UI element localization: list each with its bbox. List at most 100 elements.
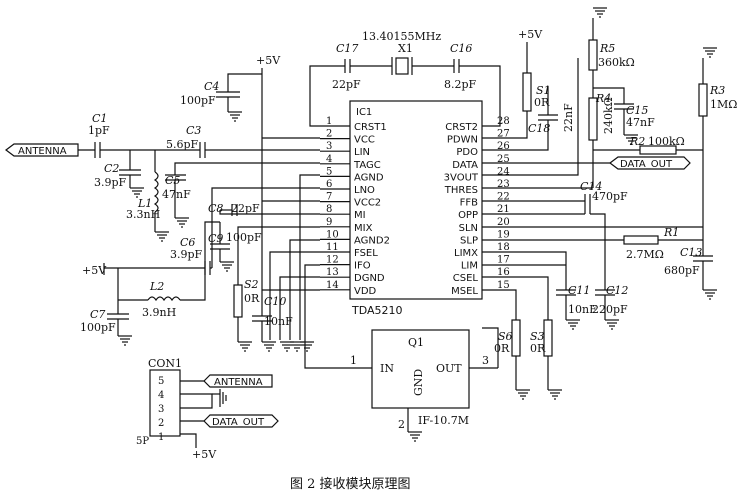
c1-value: 1pF <box>88 124 110 137</box>
ic-pin-number: 27 <box>497 129 510 140</box>
l1-value: 3.3nH <box>126 208 160 221</box>
vcc-top-label: +5V <box>256 54 281 67</box>
ic-pin-name: SLN <box>459 223 478 234</box>
left-bus-wires <box>174 65 372 369</box>
r1-ref: R1 <box>663 226 679 239</box>
ic-pin-name: FSEL <box>354 248 378 259</box>
ic-pin-number: 13 <box>326 267 339 278</box>
ic-pin-name: OPP <box>458 210 478 221</box>
ic-part: TDA5210 <box>351 304 403 317</box>
r2-ref: R2 <box>629 135 645 148</box>
q1-value: IF-10.7M <box>418 414 469 427</box>
r5-value: 360kΩ <box>598 56 635 69</box>
c12-ref: C12 <box>606 284 628 297</box>
right-top-section: +5V S1 0R C18 22nF <box>482 28 610 176</box>
c1-ref: C1 <box>92 112 107 125</box>
s6-value: 0R <box>494 342 510 355</box>
c9-ref: C9 <box>208 232 223 245</box>
ic-pin-name: AGND <box>354 172 384 183</box>
r4-ref: R4 <box>595 92 611 105</box>
ic-pin-name: TAGC <box>353 160 381 171</box>
ic-pin-number: 26 <box>497 141 510 152</box>
ic-pin-number: 24 <box>497 166 510 177</box>
r3-value: 1MΩ <box>710 98 737 111</box>
ic-pin-name: PDO <box>456 147 478 158</box>
s2-value: 0R <box>244 292 260 305</box>
ic-pin-name: PDWN <box>447 135 478 146</box>
ic-pin-name: 3VOUT <box>444 172 479 183</box>
con1-pin-3: 3 <box>158 404 164 415</box>
antenna-input: ANTENNA C1 1pF C2 3.9pF L1 3.3nH C5 47nF <box>5 112 210 242</box>
c15-ref: C15 <box>626 104 648 117</box>
ic-pin-name: LNO <box>354 185 375 196</box>
slicer-section: C14 470pF R1 2.7MΩ C13 680pF <box>482 180 718 300</box>
data-out-net-label: DATA_OUT <box>620 159 673 170</box>
ic-pin-name: VDD <box>354 286 377 297</box>
c2-value: 3.9pF <box>94 176 127 189</box>
ic-pin-number: 18 <box>497 242 510 253</box>
figure-caption: 图 2 接收模块原理图 <box>290 476 411 492</box>
c16-ref: C16 <box>450 42 472 55</box>
r3-ref: R3 <box>709 84 725 97</box>
ic-pin-name: CRST1 <box>354 122 387 133</box>
ic-pin-name: LIM <box>461 261 478 272</box>
l2-value: 3.9nH <box>142 306 176 319</box>
ic-pin-number: 17 <box>497 255 510 266</box>
c17-ref: C17 <box>336 42 358 55</box>
ic-pin-name: LIN <box>354 147 370 158</box>
ic-pin-name: AGND2 <box>354 235 390 246</box>
q1-out-label: OUT <box>436 362 462 375</box>
c13-value: 680pF <box>664 264 700 277</box>
ic-pin-name: MI <box>354 210 366 221</box>
ic-pin-name: MIX <box>354 223 373 234</box>
c8-ref: C8 <box>208 202 223 215</box>
con1-pin-5: 5 <box>158 376 164 387</box>
q1-ref: Q1 <box>408 336 424 349</box>
con1-pin-4: 4 <box>158 390 164 401</box>
threshold-divider: R5 360kΩ R4 240kΩ C15 47nF <box>482 7 655 189</box>
limiter-section: C12 220pF C11 10nF S3 0R S6 0R <box>482 213 628 400</box>
c7-ref: C7 <box>90 308 105 321</box>
ic-right-pins: 28CRST227PDWN26PDO25DATA243VOUT23THRES22… <box>444 116 510 297</box>
ic-pin-number: 15 <box>497 280 510 291</box>
c18-ref: C18 <box>528 122 550 135</box>
c18-value: 22nF <box>562 103 575 132</box>
ic-tda5210: IC1 TDA5210 1CRST12VCC3LIN4TAGC5AGND6LNO… <box>320 100 510 317</box>
s3-value: 0R <box>530 342 546 355</box>
con1-antenna-label: ANTENNA <box>214 377 263 388</box>
c5-value: 47nF <box>162 188 191 201</box>
con1-connector: CON1 5 4 3 2 1 5P ANTENNA DATA_OUT +5V <box>136 357 279 461</box>
q1-pin-out: 3 <box>482 354 489 367</box>
c4-value: 100pF <box>180 94 216 107</box>
q1-if-filter: Q1 IN OUT GND 1 3 2 IF-10.7M <box>350 327 499 442</box>
ic-pin-name: LIMX <box>454 248 478 259</box>
q1-pin-in: 1 <box>350 354 357 367</box>
c6-ref: C6 <box>180 236 195 249</box>
c8-value: 22pF <box>231 202 260 215</box>
ic-pin-number: 25 <box>497 154 510 165</box>
c10-value: 10nF <box>264 315 293 328</box>
c17-value: 22pF <box>332 78 361 91</box>
ic-pin-name: VCC <box>354 135 375 146</box>
ic-left-pins: 1CRST12VCC3LIN4TAGC5AGND6LNO7VCC28MI9MIX… <box>320 116 390 297</box>
data-out-section: R2 100kΩ R3 1MΩ DATA_OUT <box>593 47 737 256</box>
con1-type: 5P <box>136 436 149 447</box>
s2-ref: S2 <box>244 278 259 291</box>
ic-pin-name: IFO <box>354 261 371 272</box>
c7-value: 100pF <box>80 321 116 334</box>
c3-ref: C3 <box>186 124 201 137</box>
ic-pin-number: 16 <box>497 267 510 278</box>
con1-pin-1: 1 <box>158 432 164 443</box>
crystal-freq: 13.40155MHz <box>362 30 441 43</box>
ic-pin-name: DGND <box>354 273 385 284</box>
s1-ref: S1 <box>536 84 551 97</box>
ic-pin-name: VCC2 <box>354 198 381 209</box>
ic-ref: IC1 <box>356 107 372 118</box>
ic-pin-number: 6 <box>326 179 332 190</box>
crystal-section: 13.40155MHz X1 C17 22pF C16 8.2pF <box>332 30 501 127</box>
ic-pin-number: 1 <box>326 116 332 127</box>
con1-pin-2: 2 <box>158 418 164 429</box>
c11-ref: C11 <box>568 284 590 297</box>
ic-pin-number: 9 <box>326 217 332 228</box>
